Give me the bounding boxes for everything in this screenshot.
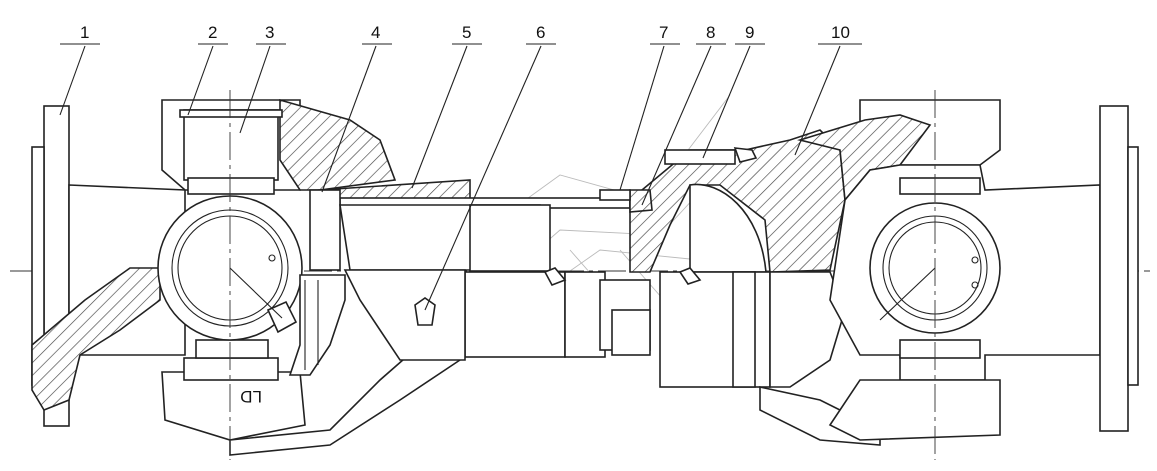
callout-9: 9 bbox=[745, 23, 754, 42]
leader-7 bbox=[619, 45, 665, 191]
callout-labels: 1 2 3 4 5 6 7 8 9 10 bbox=[80, 23, 850, 42]
callout-8: 8 bbox=[706, 23, 715, 42]
lD-marking: LD bbox=[240, 387, 262, 406]
left-flange bbox=[31, 105, 186, 427]
callout-6: 6 bbox=[536, 23, 545, 42]
callout-2: 2 bbox=[208, 23, 217, 42]
right-yoke bbox=[797, 90, 1139, 460]
callout-10: 10 bbox=[831, 23, 850, 42]
leader-10 bbox=[794, 45, 841, 156]
leader-8 bbox=[641, 45, 712, 206]
sleeve-yoke bbox=[543, 129, 881, 446]
leader-2 bbox=[187, 45, 214, 116]
leader-9 bbox=[702, 45, 751, 159]
callout-3: 3 bbox=[265, 23, 274, 42]
spline-shaft bbox=[288, 179, 631, 376]
leader-4 bbox=[321, 45, 377, 193]
leader-1 bbox=[59, 45, 86, 116]
leader-6 bbox=[424, 45, 542, 311]
callout-7: 7 bbox=[659, 23, 668, 42]
left-cross-journal bbox=[157, 90, 303, 460]
callout-4: 4 bbox=[371, 23, 380, 42]
leader-5 bbox=[411, 45, 468, 189]
leader-lines bbox=[59, 43, 862, 311]
callout-1: 1 bbox=[80, 23, 89, 42]
leader-3 bbox=[239, 45, 271, 134]
callout-5: 5 bbox=[462, 23, 471, 42]
